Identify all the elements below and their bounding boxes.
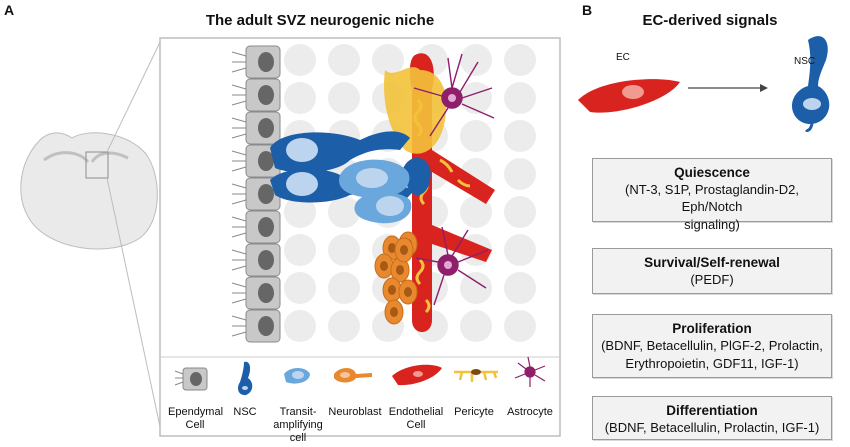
background-dot	[460, 272, 492, 304]
background-dot	[284, 234, 316, 266]
ec-cell-icon	[578, 79, 680, 113]
zoom-line-bottom	[106, 177, 163, 437]
legend-label-ependymal: Ependymal Cell	[168, 406, 224, 431]
panel-b-letter: B	[582, 2, 593, 18]
legend-label-pericyte: Pericyte	[454, 406, 494, 418]
background-dot	[504, 310, 536, 342]
zoom-line-top	[106, 37, 163, 153]
background-dot	[460, 310, 492, 342]
transit-amplifying-cell-icon	[284, 368, 310, 384]
differentiation-line-1: (BDNF, Betacellulin, Prolactin, IGF-1)	[604, 420, 820, 435]
background-dot	[284, 44, 316, 76]
background-dot	[504, 120, 536, 152]
legend-label-neuroblast: Neuroblast	[328, 406, 382, 418]
legend-label-nsc: NSC	[233, 406, 257, 418]
background-dot	[460, 196, 492, 228]
survival-box: Survival/Self-renewal (PEDF)	[592, 248, 832, 294]
nsc-cells	[270, 131, 431, 203]
brain-section-icon	[20, 132, 158, 250]
legend-label-transit: Transit-amplifying cell	[273, 406, 323, 444]
background-dot	[504, 272, 536, 304]
proliferation-box: Proliferation (BDNF, Betacellulin, PlGF-…	[592, 314, 832, 378]
quiescence-line-2: signaling)	[684, 217, 740, 232]
panel-a-letter: A	[4, 2, 15, 18]
background-dot	[328, 44, 360, 76]
astrocyte-icon	[514, 356, 546, 387]
background-dot	[504, 234, 536, 266]
ependymal-cell	[231, 276, 281, 310]
arrow-head-icon	[760, 84, 768, 92]
background-dot	[504, 44, 536, 76]
panel-a-title: The adult SVZ neurogenic niche	[205, 12, 435, 29]
ependymal-cell	[231, 78, 281, 112]
background-dot	[460, 120, 492, 152]
ependymal-cell	[231, 243, 281, 277]
survival-title: Survival/Self-renewal	[644, 255, 780, 270]
ependymal-cell	[231, 45, 281, 79]
proliferation-line-1: (BDNF, Betacellulin, PlGF-2, Prolactin,	[601, 338, 823, 353]
quiescence-box: Quiescence (NT-3, S1P, Prostaglandin-D2,…	[592, 158, 832, 232]
differentiation-box: Differentiation (BDNF, Betacellulin, Pro…	[592, 396, 832, 440]
pericyte-icon	[454, 369, 498, 382]
proliferation-title: Proliferation	[672, 321, 752, 336]
background-dot	[460, 44, 492, 76]
ependymal-cell	[231, 309, 281, 343]
astrocyte-upper	[413, 53, 495, 137]
ependymal-cell-icon	[174, 367, 208, 391]
background-dot	[328, 234, 360, 266]
background-dot	[504, 196, 536, 228]
nsc-target-icon	[792, 36, 830, 132]
nsc-icon	[238, 361, 253, 396]
background-dot	[284, 272, 316, 304]
background-dot	[460, 82, 492, 114]
background-dot	[328, 196, 360, 228]
ependymal-cell-column	[231, 45, 281, 343]
proliferation-line-2: Erythropoietin, GDF11, IGF-1)	[625, 356, 799, 371]
background-dot	[284, 82, 316, 114]
background-dot	[328, 310, 360, 342]
ependymal-cell	[231, 177, 281, 211]
transit-amplifying-cells	[339, 159, 412, 224]
legend-label-astrocyte: Astrocyte	[507, 406, 553, 418]
background-dot	[372, 44, 404, 76]
background-dot	[328, 82, 360, 114]
ependymal-cell	[231, 210, 281, 244]
panel-b-title: EC-derived signals	[642, 12, 778, 29]
nsc-label: NSC	[794, 56, 816, 67]
astrocyte-cell	[384, 67, 447, 154]
legend-label-endothelial: Endothelial Cell	[388, 406, 444, 431]
neuroblast-cluster	[374, 231, 418, 325]
quiescence-line-1: (NT-3, S1P, Prostaglandin-D2, Eph/Notch	[625, 182, 799, 214]
background-dot	[284, 310, 316, 342]
background-dot	[284, 196, 316, 228]
background-dot	[504, 82, 536, 114]
ec-label: EC	[616, 52, 630, 63]
endothelial-cell-icon	[392, 364, 442, 386]
background-dot	[328, 272, 360, 304]
niche-frame	[159, 37, 561, 437]
ependymal-cell	[231, 111, 281, 145]
neuroblast-icon	[334, 368, 372, 383]
survival-line-1: (PEDF)	[690, 272, 734, 287]
differentiation-title: Differentiation	[666, 403, 758, 418]
astrocyte-lower	[415, 226, 489, 306]
background-dot	[504, 158, 536, 190]
quiescence-title: Quiescence	[674, 165, 750, 180]
